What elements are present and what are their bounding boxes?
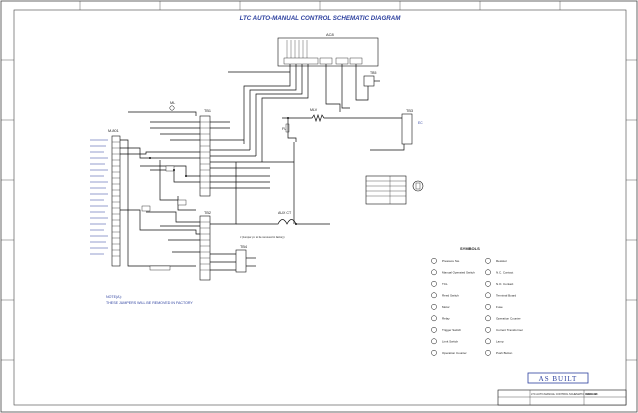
symbol-label: Reed Switch — [442, 294, 459, 298]
note-a: NOTE(A): THESE JUMPERS WILL BE REMOVED I… — [106, 295, 193, 305]
symbol-glyph — [431, 326, 437, 333]
relay-contacts — [141, 157, 187, 212]
symbol-row-right-8: Push Button — [485, 349, 513, 356]
as-built-stamp: AS BUILT — [527, 372, 589, 384]
symbol-label: TCL — [442, 282, 448, 286]
symbol-glyph — [485, 269, 491, 276]
symbol-glyph — [431, 303, 437, 310]
symbol-label: Relay — [442, 317, 450, 321]
symbol-row-right-5: Operation Counter — [485, 315, 521, 322]
symbols-legend: SYMBOLS Pressure Sw. Manual Operated Swit… — [431, 246, 523, 356]
symbol-glyph — [431, 338, 437, 345]
svg-text:NOTE(A):: NOTE(A): — [106, 295, 122, 299]
tb1-output-wires — [210, 121, 270, 225]
inner-border — [13, 9, 627, 406]
svg-text:FU: FU — [282, 127, 287, 131]
symbol-row-right-2: N.O. Contact — [485, 280, 514, 287]
diagram-title: LTC AUTO-MANUAL CONTROL SCHEMATIC DIAGRA… — [240, 15, 402, 22]
symbol-row-right-1: N.C. Contact — [485, 269, 513, 276]
svg-text:MLV: MLV — [310, 108, 318, 112]
symbol-label: N.C. Contact — [496, 271, 513, 275]
symbol-row-left-1: Manual Operated Switch — [431, 269, 475, 276]
symbol-label: Manual Operated Switch — [442, 271, 475, 275]
panel-m801: M-801 — [90, 129, 121, 267]
symbol-row-left-6: Trigger Switch — [431, 326, 461, 333]
symbol-row-left-7: Limit Switch — [431, 338, 458, 345]
symbol-label: Pressure Sw. — [442, 259, 460, 263]
ac8-block: AC8 — [277, 32, 379, 67]
symbol-row-right-3: Terminal Board — [485, 292, 517, 299]
symbol-label: Limit Switch — [442, 340, 458, 344]
svg-text:TB1: TB1 — [204, 109, 211, 113]
symbol-label: Push Button — [496, 351, 513, 355]
symbol-label: Terminal Board — [496, 294, 517, 298]
symbol-row-right-6: Current Transformer — [485, 326, 523, 333]
symbol-label: Operation Counter — [442, 351, 467, 355]
symbol-row-right-0: Resistor — [485, 257, 507, 264]
symbol-label: Fuse — [496, 305, 503, 309]
svg-text:ML: ML — [170, 101, 175, 105]
control-wiring — [120, 121, 200, 253]
aux-ct-branch: AUX CT — [236, 211, 330, 225]
panel-bus — [120, 111, 197, 271]
symbol-glyph — [485, 338, 491, 345]
svg-text:TB5: TB5 — [370, 71, 376, 75]
symbol-glyph — [485, 303, 491, 310]
symbol-glyph — [485, 349, 491, 356]
symbol-glyph — [431, 292, 437, 299]
svg-text:THESE JUMPERS WILL BE REMOVED: THESE JUMPERS WILL BE REMOVED IN FACTORY — [106, 301, 193, 305]
svg-text:M-801: M-801 — [108, 129, 119, 133]
symbols-heading: SYMBOLS — [460, 246, 480, 251]
title-block-dwg-no: DWG. NO. — [586, 392, 599, 396]
symbol-row-left-4: Motor — [431, 303, 450, 310]
symbol-glyph — [485, 326, 491, 333]
symbol-glyph — [431, 349, 437, 356]
symbol-row-left-5: Relay — [431, 315, 450, 322]
title-block-drawing: LTC AUTO-MANUAL CONTROL SCHEMATIC DIAGRA… — [531, 392, 597, 396]
symbol-row-right-7: Lamp — [485, 338, 504, 345]
mlv-branch: MLV FU — [262, 108, 404, 224]
tb4-block: TB4 — [210, 245, 256, 273]
tb1-board: TB1 — [199, 109, 211, 197]
symbol-label: Operation Counter — [496, 317, 521, 321]
svg-text:AS BUILT: AS BUILT — [539, 375, 578, 383]
symbol-label: Current Transformer — [496, 328, 523, 332]
symbol-row-right-4: Fuse — [485, 303, 503, 310]
svg-text:EC: EC — [418, 121, 423, 125]
title-block: LTC AUTO-MANUAL CONTROL SCHEMATIC DIAGRA… — [497, 389, 627, 406]
symbol-glyph — [485, 280, 491, 287]
symbol-glyph — [431, 280, 437, 287]
zone-ticks — [1, 1, 637, 361]
symbol-label: N.O. Contact — [496, 282, 514, 286]
svg-text:TB2: TB2 — [204, 211, 211, 215]
svg-text:TB4: TB4 — [240, 245, 247, 249]
symbol-glyph — [485, 257, 491, 264]
symbol-glyph — [431, 315, 437, 322]
symbol-row-left-0: Pressure Sw. — [431, 257, 460, 264]
ac8-wires — [228, 64, 369, 162]
symbol-label: Motor — [442, 305, 450, 309]
symbol-glyph — [485, 292, 491, 299]
jumper-note: J (Jumper pt. to be removed in factory) — [240, 235, 285, 239]
symbol-label: Resistor — [496, 259, 507, 263]
symbol-glyph — [431, 269, 437, 276]
tb3-block: TB3 EC — [370, 109, 423, 151]
tb2-board: TB2 — [199, 211, 211, 281]
symbol-label: Lamp — [496, 340, 504, 344]
operation-counter-table — [365, 175, 424, 205]
ml-motor: ML — [169, 101, 175, 111]
symbol-glyph — [431, 257, 437, 264]
svg-text:TB3: TB3 — [406, 109, 413, 113]
ac8-label: AC8 — [326, 32, 335, 37]
symbol-glyph — [485, 315, 491, 322]
tb5-terminal: TB5 — [363, 71, 380, 87]
symbol-row-left-3: Reed Switch — [431, 292, 459, 299]
symbol-row-left-8: Operation Counter — [431, 349, 467, 356]
svg-text:AUX CT: AUX CT — [278, 211, 292, 215]
symbol-row-left-2: TCL — [431, 280, 448, 287]
symbol-label: Trigger Switch — [442, 328, 461, 332]
